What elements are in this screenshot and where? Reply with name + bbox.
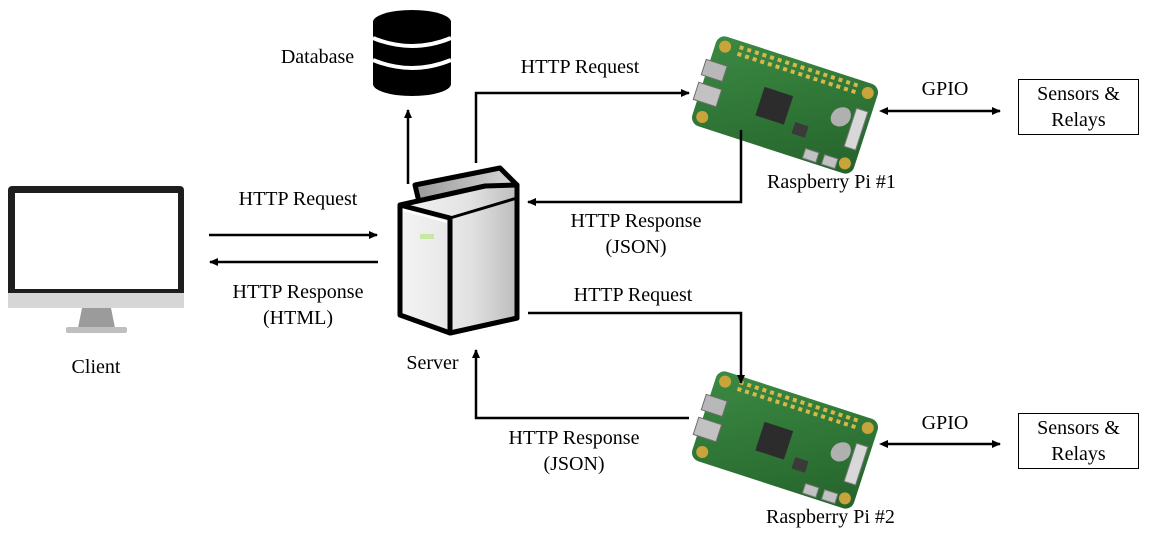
gpio2-label: GPIO — [921, 412, 969, 434]
sensors-relays-2-line2: Relays — [1051, 443, 1106, 465]
database-label: Database — [280, 46, 355, 68]
sensors-relays-box-1: Sensors & Relays — [1018, 79, 1139, 135]
monitor-icon — [8, 186, 184, 333]
pi1-request-label: HTTP Request — [520, 56, 640, 78]
client-response-label-line1: HTTP Response — [232, 281, 364, 303]
server-label: Server — [406, 352, 459, 374]
client-response-label-line2: (HTML) — [263, 307, 333, 329]
server-tower-icon — [397, 165, 520, 336]
arrow-pi2-to-server — [472, 349, 689, 420]
sensors-relays-1-line1: Sensors & — [1037, 83, 1120, 105]
arrow-server-to-pi2 — [528, 311, 745, 384]
client-label: Client — [71, 356, 121, 378]
sensors-relays-2-line1: Sensors & — [1037, 417, 1120, 439]
gpio1-label: GPIO — [921, 78, 969, 100]
pi2-response-label-line1: HTTP Response — [508, 427, 640, 449]
sensors-relays-1-line2: Relays — [1051, 109, 1106, 131]
sensors-relays-box-2: Sensors & Relays — [1018, 413, 1139, 469]
arrow-pi1-to-server — [527, 130, 743, 206]
pi1-response-label-line2: (JSON) — [605, 236, 667, 258]
client-request-label: HTTP Request — [238, 188, 358, 210]
pi1-label: Raspberry Pi #1 — [767, 171, 896, 193]
arrow-server-to-pi1 — [474, 89, 690, 163]
pi2-response-label-line2: (JSON) — [543, 453, 605, 475]
raspberry-pi-board-icon — [691, 36, 879, 174]
pi2-request-label: HTTP Request — [573, 284, 693, 306]
raspberry-pi-board-icon — [691, 371, 879, 509]
database-icon — [372, 10, 452, 96]
pi1-response-label-line1: HTTP Response — [570, 210, 702, 232]
pi2-label: Raspberry Pi #2 — [766, 506, 895, 528]
